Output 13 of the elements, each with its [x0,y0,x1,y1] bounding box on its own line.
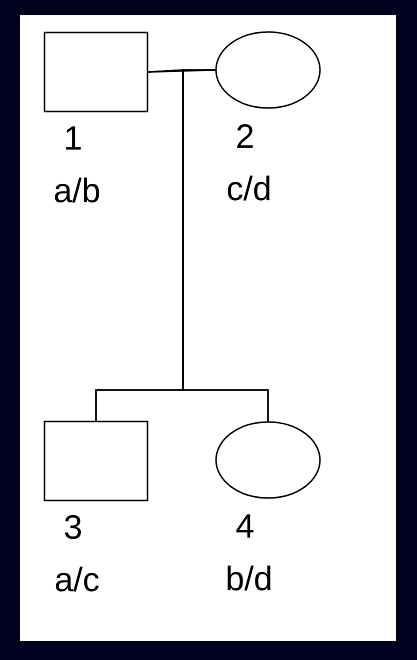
genotype-label: a/b [54,178,100,202]
genotype-label: c/d [228,176,270,200]
square-symbol [44,32,148,112]
circle-symbol [215,421,321,499]
circle-symbol [215,31,321,109]
individual-number: 3 [64,515,81,539]
genotype-label: a/c [56,566,99,592]
individual-number: 2 [237,124,253,148]
pedigree-line [182,69,269,422]
individual-number: 4 [236,514,254,538]
genotype-label: b/d [228,566,270,590]
individual-number: 1 [66,126,81,150]
square-symbol [44,420,148,502]
